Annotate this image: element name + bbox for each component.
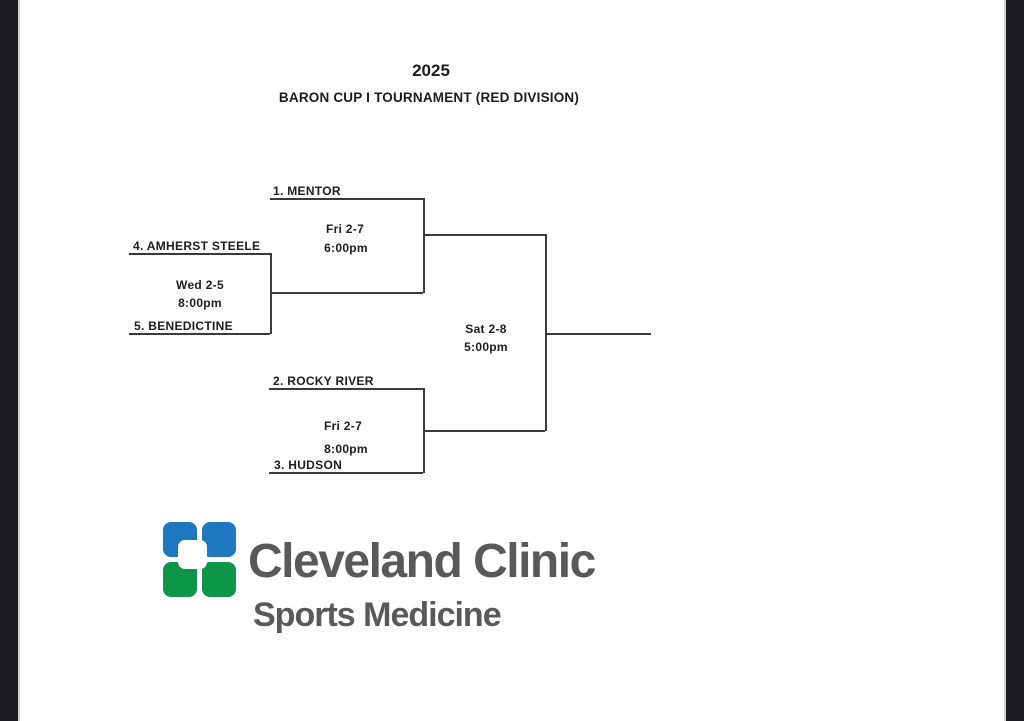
semifinal-1-connector	[423, 198, 425, 293]
team-label-benedictine: 5. BENEDICTINE	[134, 319, 233, 333]
championship-time: 5:00pm	[464, 340, 508, 354]
quarterfinal-winner-line	[270, 292, 423, 294]
tournament-year: 2025	[412, 61, 450, 80]
mentor-seed-line	[270, 198, 423, 200]
cleveland-clinic-logo-icon	[163, 522, 237, 598]
championship-date: Sat 2-8	[465, 322, 507, 336]
team-label-rocky-river: 2. ROCKY RIVER	[273, 374, 374, 388]
team-label-mentor: 1. MENTOR	[273, 184, 341, 198]
rocky-river-seed-line	[269, 388, 423, 390]
champion-line	[545, 333, 651, 335]
logo-center-square	[178, 540, 207, 569]
sponsor-name: Cleveland Clinic	[248, 535, 596, 588]
team-label-hudson: 3. HUDSON	[274, 458, 343, 472]
logo-square-bottom-right	[202, 562, 236, 597]
logo-square-top-right	[202, 522, 236, 557]
amherst-steele-seed-line	[129, 253, 270, 255]
semifinal-1-winner-line	[423, 234, 545, 236]
semifinal-1-date: Fri 2-7	[325, 222, 365, 236]
quarterfinal-date: Wed 2-5	[176, 278, 224, 292]
quarterfinal-time: 8:00pm	[178, 296, 222, 310]
bracket-sheet-page: 2025 BARON CUP I TOURNAMENT (RED DIVISIO…	[22, 0, 1002, 721]
team-label-amherst-steele: 4. AMHERST STEELE	[133, 239, 261, 253]
championship-connector	[545, 234, 547, 431]
semifinal-2-time: 8:00pm	[324, 442, 368, 456]
tournament-title: BARON CUP I TOURNAMENT (RED DIVISION)	[278, 90, 580, 105]
right-dark-border	[1004, 0, 1024, 721]
semifinal-1-time: 6:00pm	[324, 241, 368, 255]
benedictine-seed-line	[129, 333, 270, 335]
semifinal-2-winner-line	[423, 430, 545, 432]
quarterfinal-connector	[270, 253, 272, 334]
semifinal-2-date: Fri 2-7	[323, 419, 363, 433]
sponsor-department: Sports Medicine	[253, 596, 502, 634]
left-dark-border	[0, 0, 20, 721]
hudson-seed-line	[269, 472, 423, 474]
